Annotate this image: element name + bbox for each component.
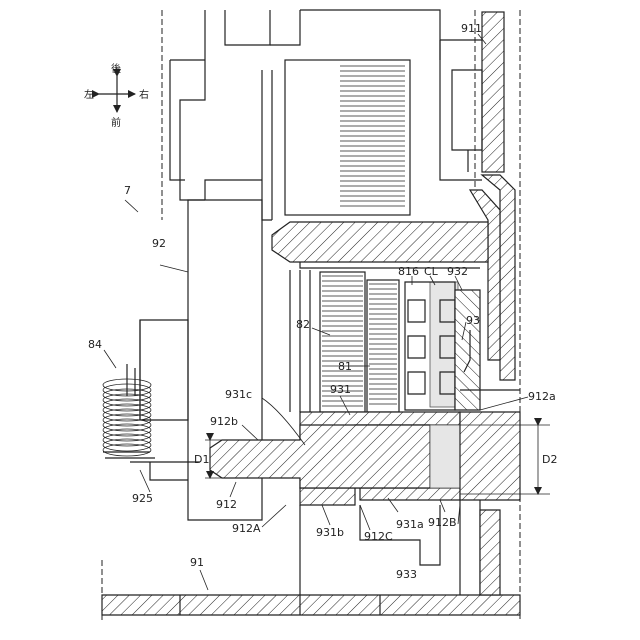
label-84: 84 <box>88 338 102 351</box>
label-931: 931 <box>330 383 351 396</box>
label-912B: 912B <box>428 516 457 529</box>
label-931b: 931b <box>316 526 344 539</box>
label-92: 92 <box>152 237 166 250</box>
spring-84 <box>103 364 155 458</box>
label-912C: 912C <box>364 530 393 543</box>
label-816: 816 <box>398 265 419 278</box>
label-932: 932 <box>447 265 468 278</box>
label-925: 925 <box>132 492 153 505</box>
label-931c: 931c <box>225 388 252 401</box>
part-932 <box>405 282 458 410</box>
part-93 <box>455 290 480 410</box>
label-911: 911 <box>461 22 482 35</box>
label-933: 933 <box>396 568 417 581</box>
label-82: 82 <box>296 318 310 331</box>
d2-label: D2 <box>542 453 557 466</box>
label-assembly-7: 7 <box>124 184 131 197</box>
direction-compass: 後 前 左 右 <box>84 62 149 129</box>
direction-front-label: 前 <box>111 116 121 129</box>
label-931a: 931a <box>396 518 424 531</box>
label-912a: 912a <box>528 390 556 403</box>
direction-right-label: 右 <box>139 88 149 101</box>
d1-label: D1 <box>194 453 209 466</box>
label-912A: 912A <box>232 522 261 535</box>
direction-left-label: 左 <box>84 88 94 101</box>
housing-91 <box>102 500 520 615</box>
label-93: 93 <box>466 314 480 327</box>
upper-shaft <box>272 222 488 268</box>
frame-lines <box>290 270 310 412</box>
label-81: 81 <box>338 360 352 373</box>
label-cl: CL <box>424 265 439 278</box>
label-91: 91 <box>190 556 204 569</box>
direction-back-label: 後 <box>111 62 121 75</box>
gear-82-upper <box>285 60 410 215</box>
label-912b: 912b <box>210 415 238 428</box>
label-912: 912 <box>216 498 237 511</box>
gear-81 <box>367 280 399 412</box>
